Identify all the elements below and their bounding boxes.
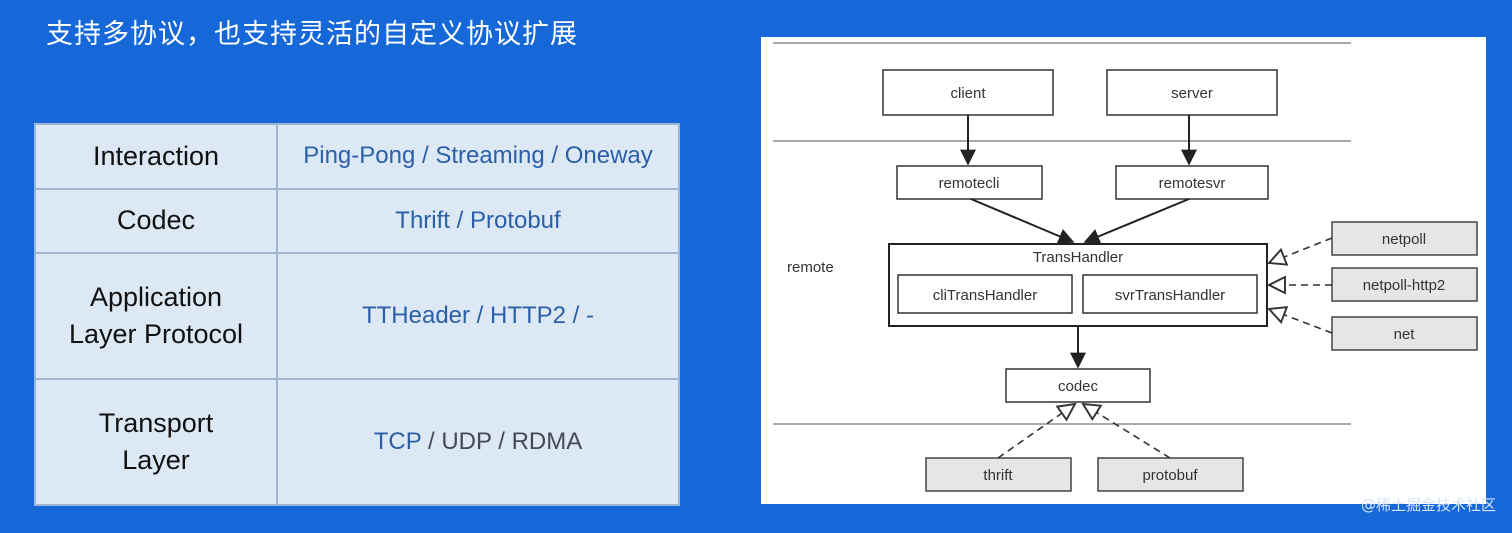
row-label-line: Application [89, 282, 223, 313]
row-label-line: Layer [122, 445, 190, 476]
server-label: server [1171, 85, 1213, 102]
remotesvr-to-transhandler-arrow [1083, 198, 1190, 244]
netpoll-implements-arrow [1269, 237, 1333, 263]
row-value-segment: TCP [373, 428, 422, 456]
protobuf-box: protobuf [1097, 457, 1244, 492]
remotesvr-box: remotesvr [1115, 165, 1269, 200]
row-label-cell: Codec [34, 187, 278, 255]
remotecli-label: remotecli [939, 175, 1000, 192]
slide-title: 支持多协议，也支持灵活的自定义协议扩展 [46, 19, 578, 50]
server-box: server [1106, 69, 1278, 116]
protocol-table-body: Interaction Ping-Pong / Streaming / Onewa… [34, 123, 680, 506]
remotecli-box: remotecli [896, 165, 1043, 200]
svrtranshandler-label: svrTransHandler [1115, 287, 1225, 304]
svrtranshandler-box: svrTransHandler [1082, 274, 1258, 314]
clitranshandler-label: cliTransHandler [933, 287, 1037, 304]
net-label: net [1394, 326, 1416, 343]
row-value-cell: TCP / UDP / RDMA [276, 378, 680, 506]
protocol-table: Interaction Ping-Pong / Streaming / Onewa… [34, 123, 680, 506]
netpoll-box: netpoll [1331, 221, 1478, 256]
thrift-implements-arrow [997, 404, 1075, 459]
thrift-box: thrift [925, 457, 1072, 492]
row-label-line: Codec [116, 205, 196, 236]
net-implements-arrow [1269, 309, 1333, 334]
netpoll-label: netpoll [1382, 231, 1426, 248]
row-label-line: Interaction [92, 140, 220, 171]
net-box: net [1331, 316, 1478, 351]
netpoll-http2-label: netpoll-http2 [1363, 277, 1446, 294]
transhandler-label: TransHandler [1033, 249, 1123, 266]
row-value-segment: Ping-Pong / Streaming / Oneway [303, 142, 653, 170]
netpoll-http2-box: netpoll-http2 [1331, 267, 1478, 302]
row-value-cell: Ping-Pong / Streaming / Oneway [276, 123, 680, 190]
remotesvr-label: remotesvr [1159, 175, 1226, 192]
table-row: Interaction Ping-Pong / Streaming / Onewa… [34, 123, 680, 190]
client-label: client [950, 85, 986, 102]
row-value-segment: Thrift / Protobuf [395, 206, 561, 234]
codec-label: codec [1058, 378, 1099, 395]
remote-layer-label: remote [787, 259, 834, 276]
clitranshandler-box: cliTransHandler [897, 274, 1073, 314]
row-value-cell: TTHeader / HTTP2 / - [276, 252, 680, 381]
row-value-segment: TTHeader / HTTP2 / - [361, 302, 595, 330]
architecture-diagram-svg: remote client server remotecli remotesvr… [773, 42, 1478, 492]
row-label-line: Layer Protocol [68, 319, 244, 350]
table-row: Codec Thrift / Protobuf [34, 187, 680, 255]
row-value-cell: Thrift / Protobuf [276, 187, 680, 255]
client-box: client [882, 69, 1054, 116]
remotecli-to-transhandler-arrow [970, 198, 1075, 244]
row-value-segment: / UDP / RDMA [421, 428, 583, 456]
watermark: @稀土掘金技术社区 [1360, 496, 1496, 514]
row-label-cell: Interaction [34, 123, 278, 190]
row-label-line: Transport [98, 408, 214, 439]
protobuf-implements-arrow [1083, 404, 1171, 459]
protobuf-label: protobuf [1142, 467, 1198, 484]
architecture-diagram: remote client server remotecli remotesvr… [761, 37, 1486, 504]
thrift-label: thrift [983, 467, 1013, 484]
codec-box: codec [1005, 368, 1151, 403]
